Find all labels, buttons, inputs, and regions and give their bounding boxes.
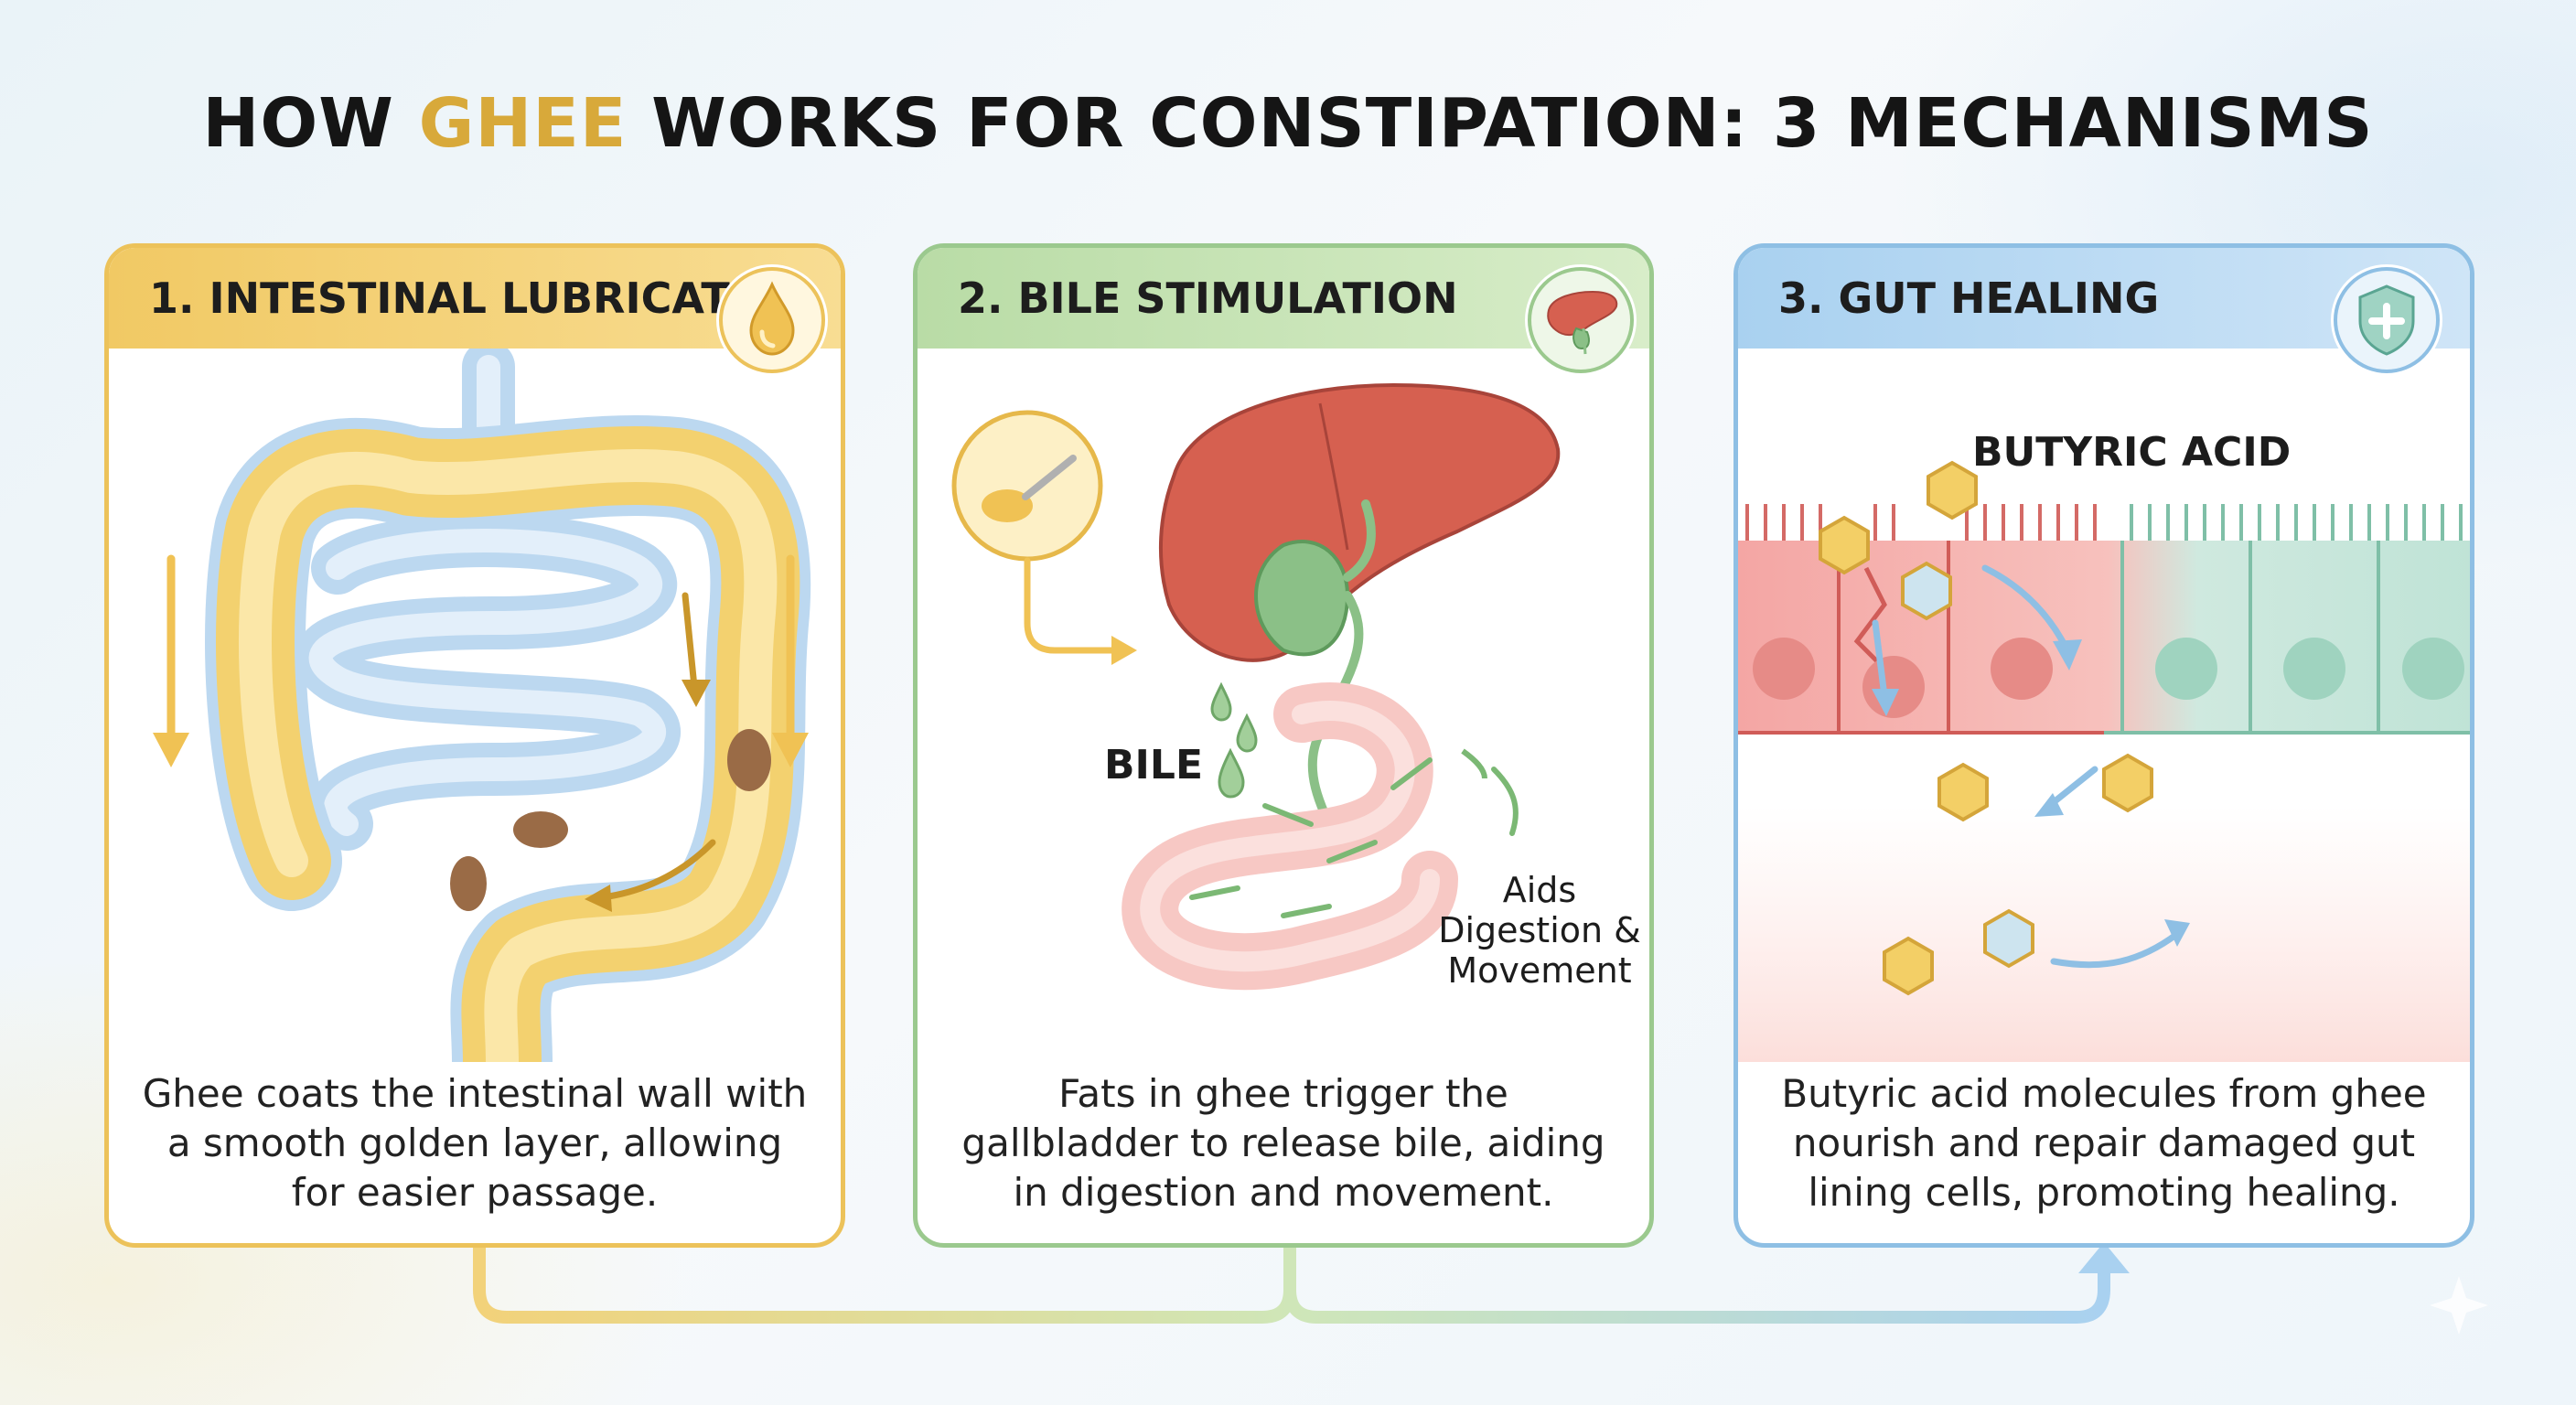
liver-icon (1525, 264, 1637, 376)
molecule-arrows (1872, 564, 2181, 969)
cell-nuclei (1753, 638, 2464, 718)
butyric-acid-label: BUTYRIC ACID (1972, 429, 2292, 476)
card-bile-stimulation: 2. BILE STIMULATION (913, 243, 1654, 1248)
microvilli (1745, 504, 2097, 541)
aids-label-line: Movement (1447, 950, 1632, 991)
aids-label-line: Digestion & (1438, 910, 1641, 950)
damage-crack (1853, 566, 1895, 680)
gallbladder (1254, 540, 1350, 657)
card-gut-healing: 3. GUT HEALING (1733, 243, 2474, 1248)
intestine-illustration (153, 349, 811, 1062)
stool-pellet (727, 729, 771, 791)
ghee-spoon-icon (951, 410, 1103, 562)
bile-drops (1210, 681, 1258, 799)
flow-arrowhead (2078, 1242, 2130, 1273)
card-description: Ghee coats the intestinal wall with a sm… (142, 1071, 808, 1215)
liver-gallbladder-illustration (951, 382, 1561, 991)
title-suffix: WORKS FOR CONSTIPATION: 3 MECHANISMS (627, 84, 2374, 163)
flow-arrow (599, 839, 716, 901)
card-description: Butyric acid molecules from ghee nourish… (1781, 1071, 2427, 1215)
stool-pellet (513, 811, 568, 848)
butyric-acid-molecules (1819, 460, 2153, 996)
title-highlight: GHEE (418, 84, 628, 163)
card-intestinal-lubrication: 1. INTESTINAL LUBRICATION (104, 243, 845, 1248)
sparkle-icon (2430, 1276, 2488, 1335)
aids-digestion-label: Aids Digestion & Movement (1430, 870, 1649, 991)
shield-plus-icon (2331, 264, 2442, 376)
title-prefix: HOW (202, 84, 419, 163)
aids-label-line: Aids (1502, 870, 1577, 910)
page-title: HOW GHEE WORKS FOR CONSTIPATION: 3 MECHA… (0, 84, 2576, 163)
flow-arrow (682, 592, 698, 691)
stool-pellet (450, 856, 487, 911)
oil-drop-icon (716, 264, 828, 376)
gut-lining-illustration (1738, 460, 2470, 1062)
digestion-arrows (1189, 757, 1519, 918)
card-description: Fats in ghee trigger the gallbladder to … (961, 1071, 1605, 1215)
bile-label: BILE (1104, 742, 1204, 788)
